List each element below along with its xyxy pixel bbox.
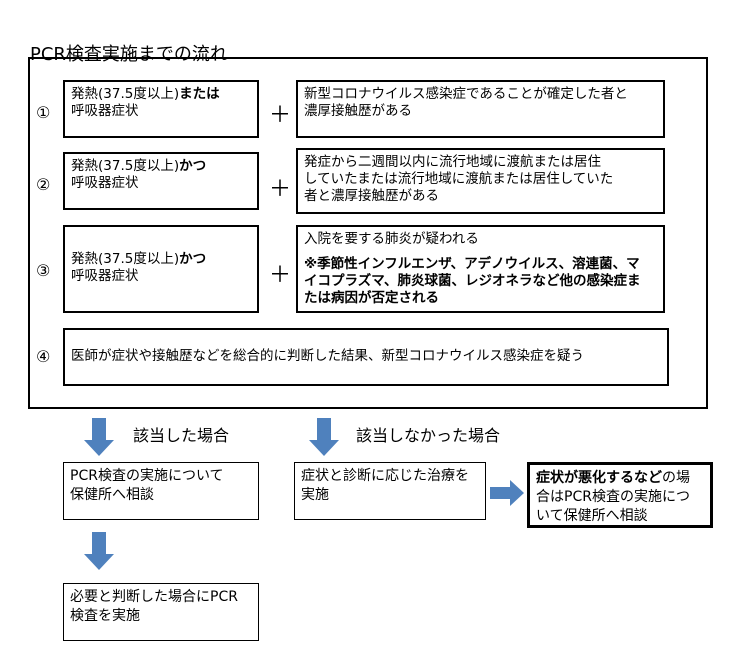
branch-no-label: 該当しなかった場合 <box>356 426 501 445</box>
criterion-1-requirement-box: 新型コロナウイルス感染症であることが確定した者と 濃厚接触歴がある <box>296 80 665 138</box>
treatment-box-line1: 症状と診断に応じた治療を <box>301 468 469 484</box>
criterion-1-condition-line2: 呼吸器症状 <box>71 103 139 119</box>
criterion-1-requirement-line2: 濃厚接触歴がある <box>304 103 412 119</box>
criterion-3-number: ③ <box>36 261 51 280</box>
consult-health-center-box: PCR検査の実施について 保健所へ相談 <box>63 462 259 520</box>
arrow-right-icon <box>490 480 524 506</box>
criterion-2-condition-bold: かつ <box>179 158 207 174</box>
pcr-box-line2: 検査を実施 <box>70 608 140 624</box>
symptoms-worsen-box: 症状が悪化するなどの場 合はPCR検査の実施につ いて保健所へ相談 <box>527 462 713 528</box>
criterion-2-condition-line2: 呼吸器症状 <box>71 175 139 191</box>
criterion-2-condition-text: 発熱(37.5度以上) <box>71 158 180 174</box>
criterion-3-plus: ＋ <box>269 263 292 288</box>
criteria-frame <box>28 57 708 409</box>
criterion-1-number: ① <box>36 103 51 122</box>
criterion-3-requirement-box: 入院を要する肺炎が疑われる ※季節性インフルエンザ、アデノウイルス、溶連菌、マ … <box>296 225 665 313</box>
arrow-down-yes-icon <box>84 418 114 456</box>
criterion-1-condition-bold: または <box>179 86 220 102</box>
criterion-1-condition-line1: 発熱(37.5度以上)または <box>71 86 251 103</box>
arrow-down-no-icon <box>309 418 339 456</box>
treatment-box-line2: 実施 <box>301 487 329 503</box>
criterion-3-exclusion-note: ※季節性インフルエンザ、アデノウイルス、溶連菌、マ イコプラズマ、肺炎球菌、レジ… <box>304 256 657 307</box>
criterion-2-requirement-line2: していたまたは流行地域に渡航または居住していた <box>304 171 614 187</box>
criterion-2-requirement-line1: 発症から二週間以内に流行地域に渡航または居住 <box>304 154 601 170</box>
criterion-3-note-line3: たは病因が否定される <box>304 290 439 306</box>
criterion-1-plus: ＋ <box>269 103 292 128</box>
criterion-2-condition-line1: 発熱(37.5度以上)かつ <box>71 158 251 175</box>
criterion-4-text: 医師が症状や接触歴などを総合的に判断した結果、新型コロナウイルス感染症を疑う <box>71 348 584 364</box>
criterion-3-condition-line2: 呼吸器症状 <box>71 268 139 284</box>
criterion-4-number: ④ <box>36 347 51 366</box>
worsen-box-line1: 症状が悪化するなどの場 <box>536 469 704 488</box>
criterion-1-condition-box: 発熱(37.5度以上)または 呼吸器症状 <box>63 80 259 138</box>
criterion-1-requirement-line1: 新型コロナウイルス感染症であることが確定した者と <box>304 86 628 102</box>
criterion-4-box: 医師が症状や接触歴などを総合的に判断した結果、新型コロナウイルス感染症を疑う <box>63 328 669 386</box>
consult-box-line1: PCR検査の実施について <box>70 468 224 484</box>
treatment-box: 症状と診断に応じた治療を 実施 <box>294 462 486 520</box>
worsen-box-line3: いて保健所へ相談 <box>536 508 648 524</box>
pcr-test-box: 必要と判断した場合にPCR 検査を実施 <box>63 583 259 641</box>
criterion-1-condition-text: 発熱(37.5度以上) <box>71 86 180 102</box>
criterion-3-condition-text: 発熱(37.5度以上) <box>71 251 180 267</box>
consult-box-line2: 保健所へ相談 <box>70 487 154 503</box>
worsen-box-bold: 症状が悪化するなど <box>536 470 662 486</box>
pcr-box-line1: 必要と判断した場合にPCR <box>70 589 238 605</box>
criterion-2-number: ② <box>36 175 51 194</box>
criterion-3-note-line1: ※季節性インフルエンザ、アデノウイルス、溶連菌、マ <box>304 256 640 272</box>
criterion-2-requirement-line3: 者と濃厚接触歴がある <box>304 188 439 204</box>
criterion-3-condition-line1: 発熱(37.5度以上)かつ <box>71 251 251 268</box>
criterion-2-condition-box: 発熱(37.5度以上)かつ 呼吸器症状 <box>63 152 259 210</box>
criterion-2-requirement-box: 発症から二週間以内に流行地域に渡航または居住 していたまたは流行地域に渡航または… <box>296 148 665 214</box>
worsen-box-rest: の場 <box>662 470 690 486</box>
criterion-3-condition-box: 発熱(37.5度以上)かつ 呼吸器症状 <box>63 225 259 313</box>
criterion-3-requirement-line1: 入院を要する肺炎が疑われる <box>304 231 479 247</box>
criterion-3-condition-bold: かつ <box>179 251 207 267</box>
arrow-down-final-icon <box>84 532 114 570</box>
branch-yes-label: 該当した場合 <box>133 426 230 445</box>
criterion-2-plus: ＋ <box>269 177 292 202</box>
diagram-title: PCR検査実施までの流れ <box>30 44 228 65</box>
criterion-3-note-line2: イコプラズマ、肺炎球菌、レジオネラなど他の感染症ま <box>304 273 641 289</box>
worsen-box-line2: 合はPCR検査の実施につ <box>536 489 690 505</box>
